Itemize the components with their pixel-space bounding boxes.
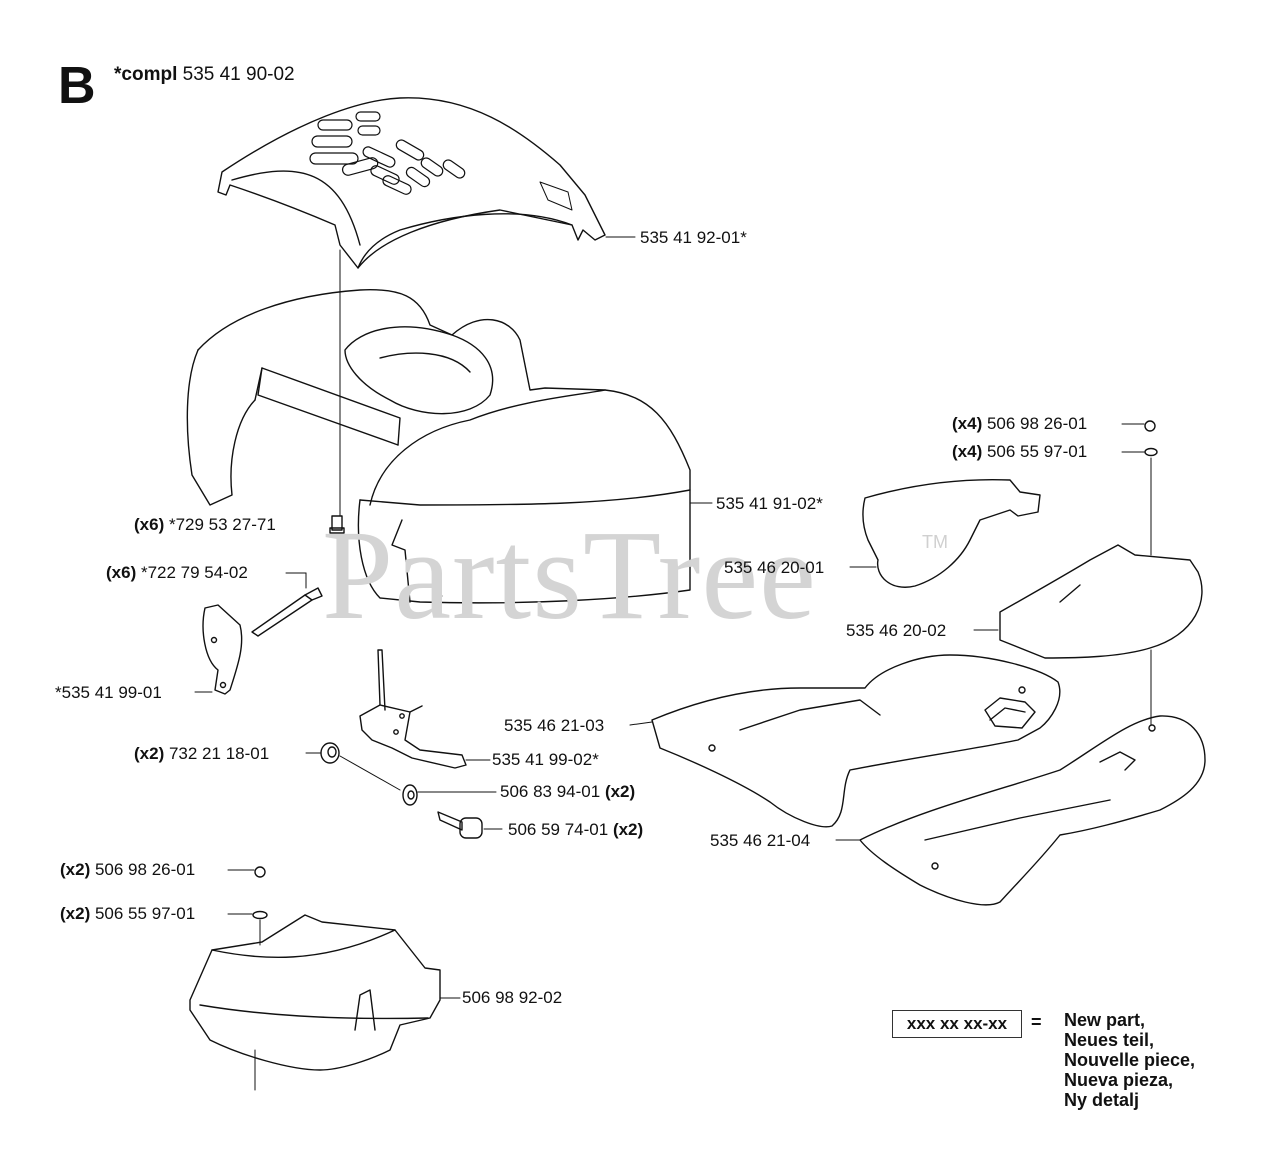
- callout-washer-right[interactable]: (x4) 506 55 97-01: [952, 442, 1088, 461]
- callout-bracket-left[interactable]: *535 41 99-01: [55, 683, 162, 702]
- legend-part-format: xxx xx xx-xx: [892, 1010, 1022, 1038]
- box-cover-part: [189, 914, 461, 1091]
- callout-top-cover[interactable]: 535 41 92-01*: [640, 228, 747, 247]
- bracket-left-part: [194, 604, 243, 695]
- bracket-right-part: [359, 649, 491, 769]
- legend-equals: =: [1031, 1012, 1042, 1032]
- nut-732-part: [305, 742, 401, 791]
- legend-line: Ny detalj: [1064, 1090, 1140, 1110]
- callout-screw-right[interactable]: (x4) 506 98 26-01: [952, 414, 1088, 433]
- pad-small-part: [849, 478, 1041, 588]
- compl-number: 535 41 90-02: [182, 64, 295, 85]
- legend-line: New part,: [1064, 1010, 1146, 1030]
- screw-washer-right-part: [1121, 420, 1158, 726]
- callout-screw-box[interactable]: (x2) 506 98 26-01: [60, 860, 196, 879]
- callout-nut-732[interactable]: (x2) 732 21 18-01: [134, 744, 270, 763]
- hood-part: [186, 289, 691, 604]
- mat-right-part: [835, 715, 1206, 906]
- watermark-text: PartsTree: [322, 504, 817, 646]
- legend-new-part-text: New part, Neues teil, Nouvelle piece, Nu…: [1064, 1010, 1195, 1110]
- callout-screw-729[interactable]: (x6) *729 53 27-71: [134, 515, 276, 534]
- box-screw-washer-part: [227, 866, 268, 946]
- top-cover-part: [217, 97, 606, 269]
- section-letter: B: [58, 57, 96, 115]
- callout-pad-medium[interactable]: 535 46 20-02: [846, 621, 947, 640]
- rivet-722-part: [251, 572, 323, 637]
- washer-506-83-part: [402, 784, 497, 806]
- bolt-506-59-part: [437, 811, 503, 839]
- callout-hood[interactable]: 535 41 91-02*: [716, 494, 823, 513]
- trademark-mark: TM: [922, 532, 948, 552]
- pad-medium-part: [973, 544, 1203, 659]
- callout-mat-left[interactable]: 535 46 21-03: [504, 716, 605, 735]
- legend-line: Neues teil,: [1064, 1030, 1155, 1050]
- callout-rivet-722[interactable]: (x6) *722 79 54-02: [106, 563, 248, 582]
- mat-left-part: [629, 654, 1061, 828]
- compl-label: *compl 535 41 90-02: [114, 64, 295, 86]
- legend-line: Nueva pieza,: [1064, 1070, 1174, 1090]
- callout-mat-right[interactable]: 535 46 21-04: [710, 831, 811, 850]
- callout-washer-box[interactable]: (x2) 506 55 97-01: [60, 904, 196, 923]
- callout-bracket-right[interactable]: 535 41 99-02*: [492, 750, 599, 769]
- legend-line: Nouvelle piece,: [1064, 1050, 1196, 1070]
- callout-washer-506-83[interactable]: 506 83 94-01 (x2): [500, 782, 636, 801]
- callout-box-cover[interactable]: 506 98 92-02: [462, 988, 563, 1007]
- callout-bolt-506-59[interactable]: 506 59 74-01 (x2): [508, 820, 644, 839]
- compl-prefix: *compl: [114, 64, 178, 85]
- screw-729-part: [329, 335, 345, 534]
- callout-pad-small[interactable]: 535 46 20-01: [724, 558, 825, 577]
